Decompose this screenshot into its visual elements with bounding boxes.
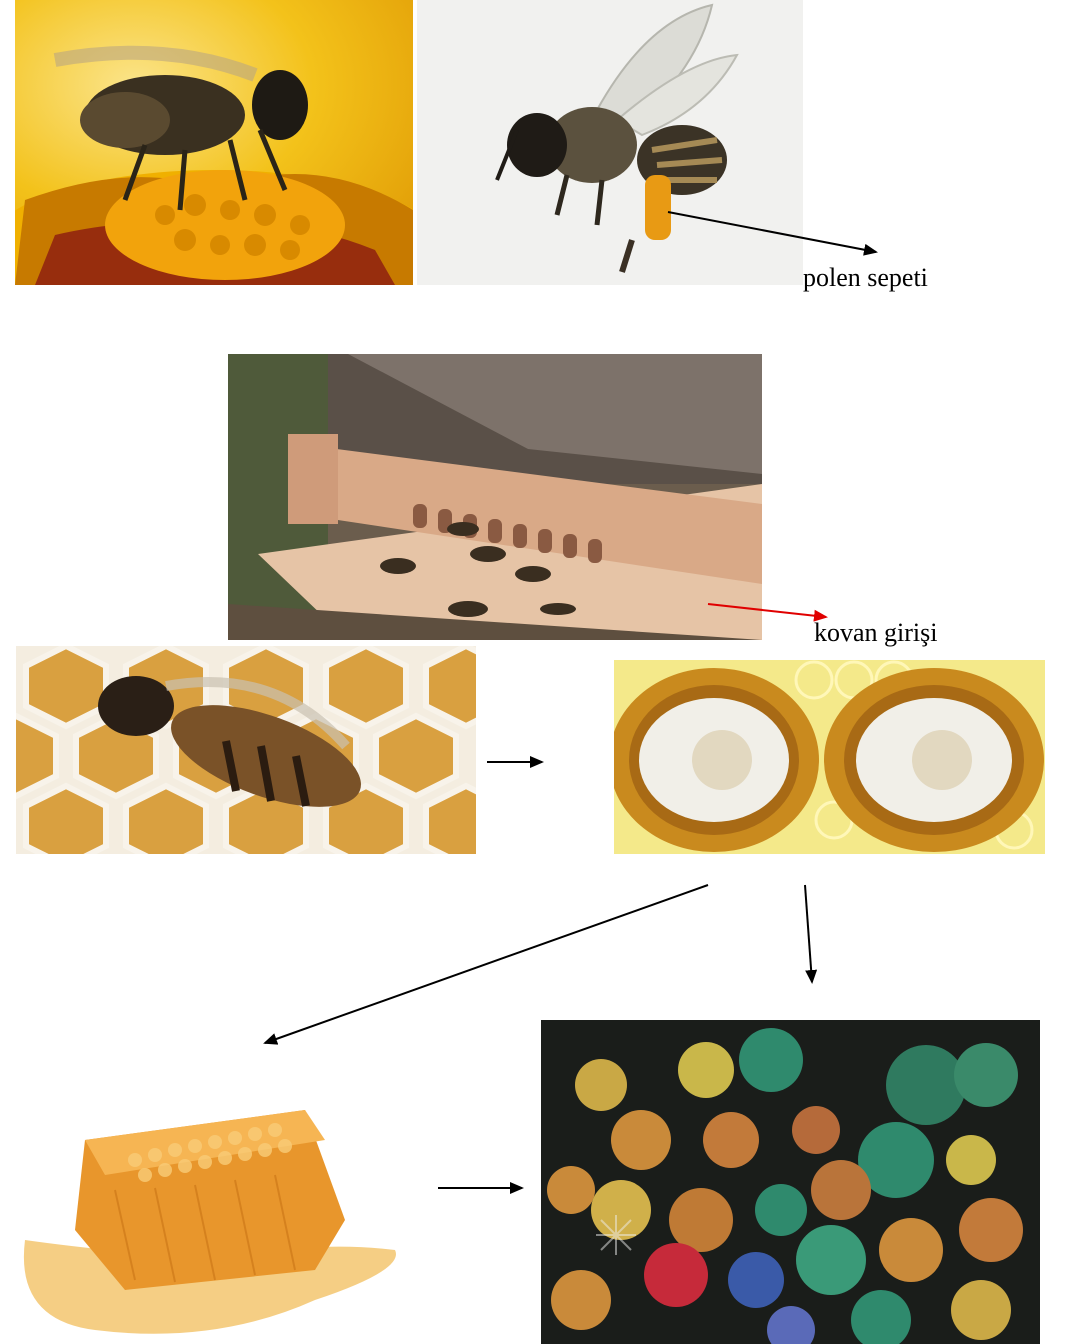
pollen-grains-photo (541, 1020, 1040, 1344)
pollen-basket-label: polen sepeti (803, 263, 928, 293)
royal-jelly-to-pollen-arrow (805, 885, 812, 982)
bee-on-honeycomb-photo (16, 646, 476, 854)
royal-jelly-cells-photo (614, 660, 1045, 854)
hive-entrance-label: kovan girişi (814, 618, 938, 648)
bee-with-pollen-basket-photo (417, 0, 803, 285)
hive-entrance-photo (228, 354, 762, 640)
honeycomb-honey-photo (15, 1100, 410, 1340)
bee-on-flower-photo (15, 0, 413, 285)
